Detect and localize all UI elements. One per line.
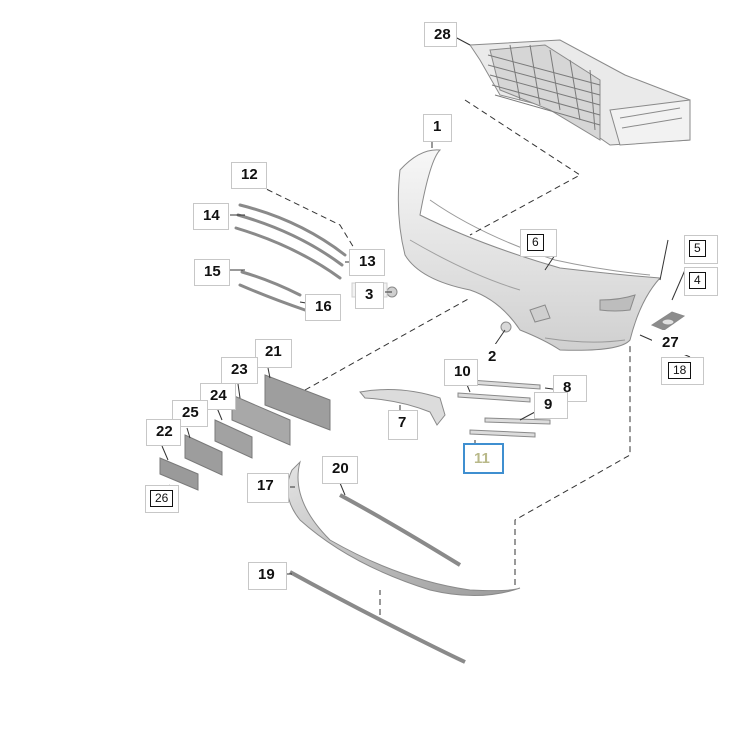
callout-18[interactable]: 18 [661,357,704,385]
callout-17[interactable]: 17 [247,473,289,503]
callout-2[interactable]: 2 [478,344,513,369]
callout-label: 14 [203,207,220,224]
callout-26[interactable]: 26 [145,485,179,513]
trim-strips-upper [234,203,347,312]
callout-27[interactable]: 27 [652,330,688,355]
callout-label: 12 [241,166,258,183]
callout-label: 24 [210,387,227,404]
callout-label: 21 [265,343,282,360]
callout-23[interactable]: 23 [221,357,258,384]
callout-label: 17 [257,477,274,494]
callout-label: 22 [156,423,173,440]
callout-14[interactable]: 14 [193,203,229,230]
callout-label: 19 [258,566,275,583]
callout-label: 5 [689,240,706,257]
grille-part [469,39,691,146]
callout-label: 9 [544,396,553,413]
callout-label: 28 [434,26,451,43]
lower-strip-part [289,570,466,664]
callout-label: 16 [315,298,332,315]
callout-28[interactable]: 28 [424,22,457,47]
callout-label: 15 [204,263,221,280]
bumper-cover-part [397,149,662,351]
callout-label: 6 [527,234,544,251]
callout-11[interactable]: 11 [463,443,504,474]
callout-4[interactable]: 4 [684,267,718,296]
callout-12[interactable]: 12 [231,162,267,189]
callout-13[interactable]: 13 [349,249,385,276]
callout-20[interactable]: 20 [322,456,358,484]
callout-label: 18 [668,362,692,379]
callout-label: 1 [433,118,442,135]
callout-label: 11 [474,450,490,467]
callout-19[interactable]: 19 [248,562,287,590]
leader-lines [161,36,691,585]
callout-9[interactable]: 9 [534,392,568,419]
plate-brackets [159,374,331,491]
callout-label: 26 [150,490,174,507]
lower-spoiler-part [287,460,521,596]
callout-10[interactable]: 10 [444,359,478,386]
callout-22[interactable]: 22 [146,419,181,446]
fog-trim-part [359,389,446,426]
callout-label: 3 [365,286,374,303]
callout-label: 10 [454,363,471,380]
callout-15[interactable]: 15 [194,259,230,286]
callout-label: 4 [689,272,706,289]
callout-label: 20 [332,460,349,477]
callout-label: 27 [662,334,679,351]
callout-label: 13 [359,253,376,270]
callout-1[interactable]: 1 [423,114,452,142]
callout-label: 7 [398,414,407,431]
callout-label: 25 [182,404,199,421]
callout-3[interactable]: 3 [355,282,384,309]
callout-21[interactable]: 21 [255,339,292,368]
callout-16[interactable]: 16 [305,294,341,321]
callout-5[interactable]: 5 [684,235,718,264]
callout-6[interactable]: 6 [520,229,557,257]
callout-7[interactable]: 7 [388,410,418,440]
callout-label: 2 [488,348,497,365]
callout-label: 23 [231,361,248,378]
